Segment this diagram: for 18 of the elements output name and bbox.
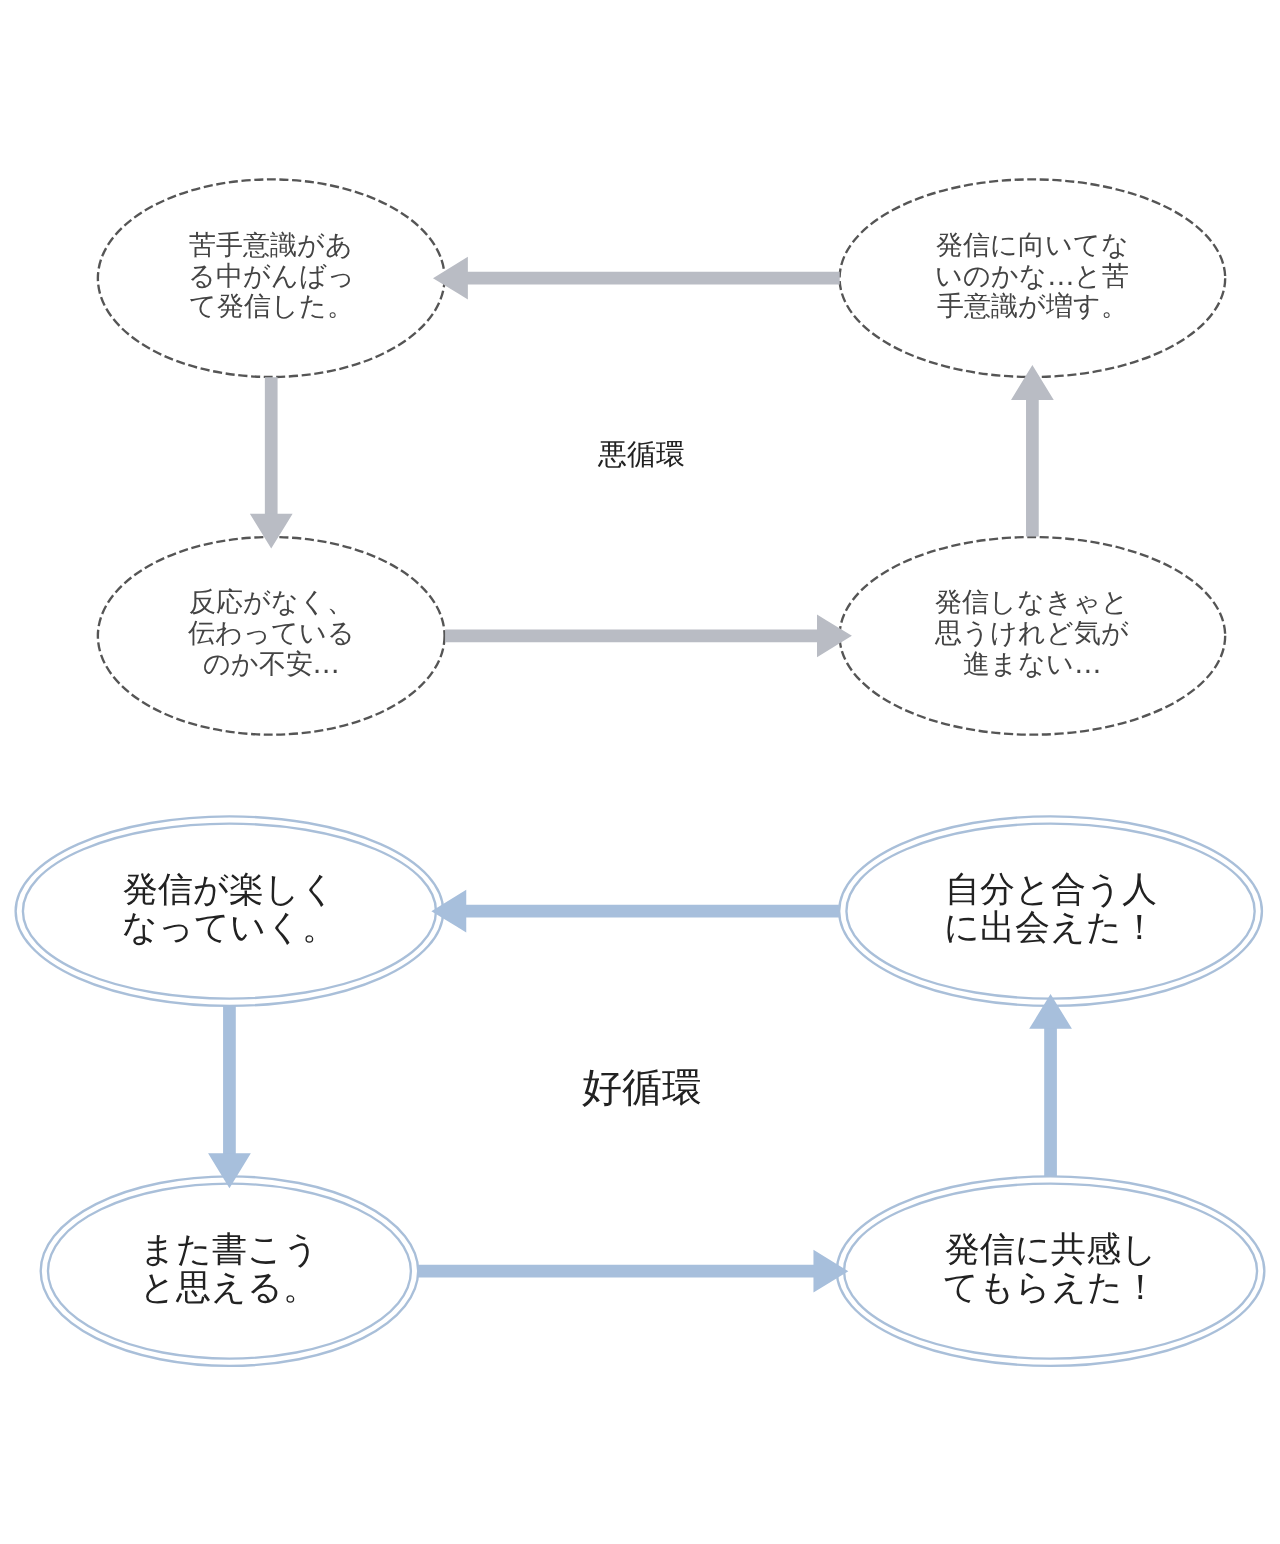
node-ellipse: 自分と合う人に出会えた！ xyxy=(838,814,1264,1007)
arrow xyxy=(417,1249,849,1292)
label: 悪循環 xyxy=(598,436,686,471)
arrow xyxy=(433,256,840,300)
label: 好循環 xyxy=(581,1063,702,1110)
node-ellipse: また書こうと思える。 xyxy=(39,1174,420,1367)
node-ellipse: 発信しなきゃと思うけれど気が進まない… xyxy=(838,535,1227,736)
arrow xyxy=(208,1005,251,1188)
arrow xyxy=(249,376,293,549)
node-ellipse: 苦手意識がある中がんばって発信した。 xyxy=(96,177,446,378)
arrow xyxy=(445,614,852,657)
node-ellipse: 発信が楽しくなっていく。 xyxy=(14,814,445,1007)
arrow xyxy=(1029,993,1072,1176)
node-ellipse: 反応がなく、伝わっているのか不安… xyxy=(96,535,446,736)
node-ellipse: 発信に共感してもらえた！ xyxy=(835,1174,1266,1367)
node-ellipse: 発信に向いてないのかな…と苦手意識が増す。 xyxy=(838,177,1227,378)
arrow xyxy=(1011,364,1054,536)
arrow xyxy=(431,889,839,932)
